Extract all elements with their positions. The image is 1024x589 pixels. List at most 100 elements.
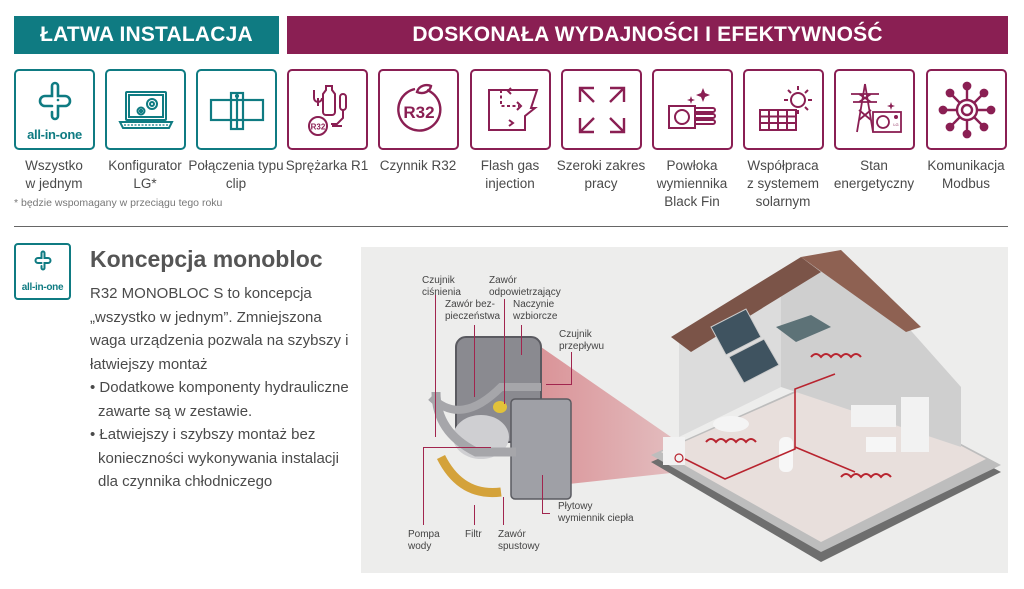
leader-line: [542, 513, 550, 514]
feature-caption: Stan energetyczny: [824, 157, 924, 193]
feature-caption: Czynnik R32: [368, 157, 468, 175]
wide-range-arrows-icon: [578, 86, 625, 133]
feature-caption-line: Współpraca: [747, 158, 819, 173]
feature-caption-line: Stan: [860, 158, 888, 173]
house-illustration: [651, 250, 1001, 562]
feature-caption: Flash gas injection: [460, 157, 560, 193]
all-in-one-icon: [38, 81, 71, 120]
feature-r1-compressor: R32: [287, 69, 368, 150]
solar-panel-icon: [758, 85, 812, 131]
feature-caption-line: Wszystko: [25, 158, 83, 173]
r32-refrigerant-icon: R32: [396, 83, 442, 132]
label-filter: Filtr: [465, 529, 482, 540]
leader-line: [423, 447, 424, 525]
feature-caption-line: Flash gas: [480, 158, 540, 173]
diagram-illustration: [428, 250, 1001, 562]
leader-line: [542, 475, 543, 513]
feature-modbus-communication: [926, 69, 1007, 150]
zoom-beam: [541, 347, 671, 487]
underfloor-heating-coil: [840, 473, 892, 479]
feature-caption-line: Sprężarka R1: [285, 158, 369, 173]
monobloc-description: R32 MONOBLOC S to koncepcja „wszystko w …: [90, 282, 360, 494]
feature-caption: Współpraca z systemem solarnym: [733, 157, 833, 211]
leader-line: [521, 325, 522, 355]
leader-line: [423, 447, 491, 448]
leader-line: [474, 505, 475, 525]
feature-caption-line: z systemem: [746, 176, 819, 191]
r32-icon-text: R32: [403, 103, 434, 122]
feature-r32-refrigerant: R32: [378, 69, 459, 150]
feature-caption-line: LG*: [133, 176, 157, 191]
monobloc-hydraulic-unit: [428, 336, 572, 500]
monobloc-bullet: • Dodatkowe komponenty hydrauliczne zawa…: [90, 379, 349, 420]
label-safety-valve: Zawór bez-pieczeństwa: [445, 299, 501, 322]
feature-clip-connection: [196, 69, 277, 150]
section-divider: [14, 226, 1008, 227]
performance-efficiency-banner: DOSKONAŁA WYDAJNOŚCI I EFEKTYWNOŚĆ: [287, 16, 1008, 54]
underfloor-heating-coil: [705, 438, 757, 444]
leader-line: [571, 352, 572, 384]
feature-caption-line: injection: [485, 176, 535, 191]
leader-line: [503, 497, 504, 525]
leader-line: [474, 325, 475, 397]
all-in-one-badge-text: all-in-one: [21, 282, 64, 293]
feature-energy-state: LG: [834, 69, 915, 150]
bullet-text: Dodatkowe komponenty hydrauliczne zawart…: [98, 379, 349, 420]
feature-caption-line: solarnym: [755, 194, 811, 209]
feature-caption: Szeroki zakres pracy: [551, 157, 651, 193]
leader-line: [435, 295, 436, 437]
feature-caption-line: Modbus: [941, 176, 991, 191]
bullet-text: Łatwiejszy i szybszy montaż bez konieczn…: [98, 426, 339, 490]
feature-black-fin-coating: [652, 69, 733, 150]
flash-gas-icon: [487, 86, 538, 131]
all-in-one-icon-text: all-in-one: [27, 127, 82, 142]
feature-caption: Połączenia typu clip: [186, 157, 286, 193]
laptop-gears-icon: [117, 90, 174, 129]
feature-wide-operating-range: [561, 69, 642, 150]
lg-logo-text: LG: [893, 122, 898, 127]
leader-line: [504, 299, 505, 404]
feature-solar-cooperation: [743, 69, 824, 150]
easy-installation-banner: ŁATWA INSTALACJA: [14, 16, 279, 54]
underfloor-heating-coil: [810, 353, 862, 359]
modbus-network-icon: [938, 81, 995, 138]
feature-caption-line: Komunikacja: [927, 158, 1005, 173]
feature-caption-line: Czynnik R32: [379, 158, 457, 173]
clip-connector-icon: [209, 91, 264, 130]
feature-caption-line: Szeroki zakres: [556, 158, 646, 173]
leader-line: [546, 384, 572, 385]
feature-caption-line: energetyczny: [833, 176, 915, 191]
feature-caption: Sprężarka R1: [277, 157, 377, 175]
feature-caption-line: Konfigurator: [108, 158, 182, 173]
compressor-icon: R32: [307, 84, 347, 136]
compressor-icon-r32-text: R32: [310, 122, 325, 131]
black-fin-coating-icon: [667, 87, 716, 129]
feature-caption-line: Połączenia typu: [188, 158, 284, 173]
feature-lg-configurator: [105, 69, 186, 150]
footnote: * będzie wspomagany w przeciągu tego rok…: [14, 197, 223, 209]
feature-caption-line: Black Fin: [664, 194, 720, 209]
feature-caption-line: Powłoka: [666, 158, 718, 173]
all-in-one-badge: all-in-one: [14, 243, 71, 300]
power-pylon-icon: LG: [850, 83, 902, 133]
feature-caption-line: clip: [225, 176, 247, 191]
heating-pipe: [684, 373, 856, 480]
feature-flash-gas-injection: [470, 69, 551, 150]
monobloc-bullet: • Łatwiejszy i szybszy montaż bez koniec…: [90, 426, 339, 490]
feature-all-in-one: all-in-one: [14, 69, 95, 150]
monobloc-intro: R32 MONOBLOC S to koncepcja „wszystko w …: [90, 285, 349, 373]
monobloc-title: Koncepcja monobloc: [90, 246, 323, 272]
feature-caption-line: pracy: [584, 176, 618, 191]
feature-caption-line: wymiennika: [656, 176, 728, 191]
